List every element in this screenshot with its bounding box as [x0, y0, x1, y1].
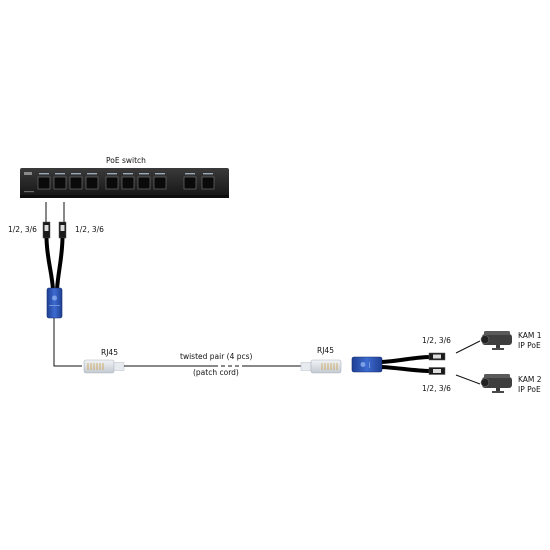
switch-label: PoE switch: [106, 156, 146, 165]
poe-switch-icon: [20, 168, 229, 198]
switch-to-splitter-cables: [45, 202, 65, 222]
cable-label: twisted pair (4 pcs): [180, 352, 253, 361]
poe-splitter-icon: [46, 287, 63, 319]
cable-sublabel: (patch cord): [193, 368, 239, 377]
poe-splitter-icon: [351, 352, 446, 375]
ip-camera-icon: [480, 374, 512, 393]
switch-poe-ports: [37, 176, 167, 190]
cam1-type: IP PoE: [518, 341, 541, 350]
cam1-name: KAM 1: [518, 331, 542, 340]
cam1-pair-label: 1/2, 3/6: [422, 336, 451, 345]
cam2-type: IP PoE: [518, 385, 541, 394]
rj45-plug-icon: [83, 359, 125, 374]
rj45-label-left: RJ45: [101, 348, 118, 357]
pair-label-right: 1/2, 3/6: [75, 225, 104, 234]
splitter-rj45-plugs: [42, 221, 67, 291]
cam2-name: KAM 2: [518, 375, 542, 384]
cam2-pair-label: 1/2, 3/6: [422, 384, 451, 393]
rj45-plug-icon: [300, 359, 342, 374]
ip-camera-icon: [480, 331, 512, 350]
camera-link-cables: [455, 340, 481, 385]
pair-label-left: 1/2, 3/6: [8, 225, 37, 234]
switch-uplink-ports: [183, 176, 215, 190]
rj45-label-right: RJ45: [317, 346, 334, 355]
splitter-to-rj45-cable: [53, 318, 82, 367]
